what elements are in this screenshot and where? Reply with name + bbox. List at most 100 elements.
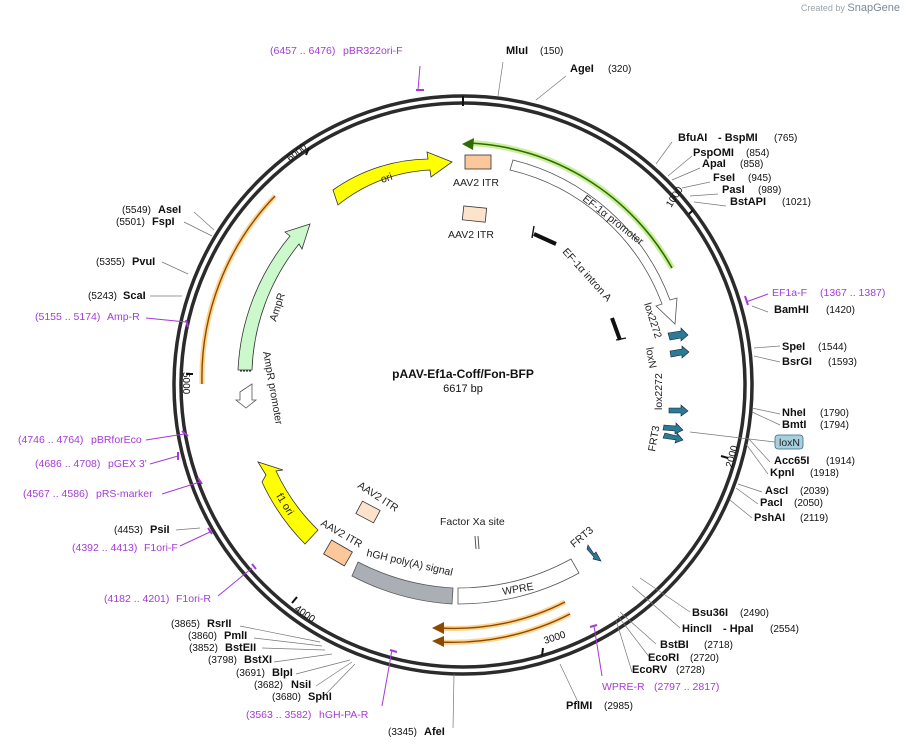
enzyme-afei[interactable]: AfeI: [424, 726, 445, 738]
enzyme-pvui[interactable]: PvuI: [132, 256, 155, 268]
enzyme-pasi-pos: (989): [758, 185, 781, 196]
primer-wpre-r[interactable]: WPRE-R: [602, 681, 645, 693]
primer-f1ori-f[interactable]: F1ori-F: [144, 542, 178, 554]
enzyme-bstapi-pos: (1021): [782, 197, 811, 208]
enzyme-fspi-pos: (5501): [116, 217, 145, 228]
enzyme-spei[interactable]: SpeI: [782, 341, 805, 353]
arrow-frt3-a2[interactable]: [662, 432, 684, 444]
primer-pgex3[interactable]: pGEX 3': [108, 458, 147, 470]
feature-aav2-itr-top-label: AAV2 ITR: [453, 177, 499, 189]
primer-pbr322ori-f[interactable]: pBR322ori-F: [343, 45, 403, 57]
enzyme-acc65i[interactable]: Acc65I: [774, 455, 809, 467]
arrow-lox2272-a[interactable]: [667, 327, 689, 342]
enzyme-bamhi-pos: (1420): [826, 305, 855, 316]
enzyme-rsrii-pos: (3865): [171, 619, 200, 630]
enzyme-rsrii[interactable]: RsrII: [207, 618, 231, 630]
enzyme-bstxi[interactable]: BstXI: [244, 654, 272, 666]
feature-wpre[interactable]: [457, 558, 580, 605]
enzyme-pspomi[interactable]: PspOMI: [693, 147, 734, 159]
enzyme-nhei[interactable]: NheI: [782, 407, 806, 419]
enzyme-hincii[interactable]: HincII: [682, 623, 712, 635]
enzyme-pmli[interactable]: PmlI: [224, 630, 247, 642]
enzyme-bsrgi[interactable]: BsrGI: [782, 356, 812, 368]
feature-ef1a-promoter[interactable]: [509, 159, 678, 325]
primer-f1ori-f-range: (4392 .. 4413): [72, 542, 137, 554]
enzyme-bstbi[interactable]: BstBI: [660, 639, 689, 651]
loxn-box-leader: [689, 431, 776, 443]
enzyme-blpi[interactable]: BlpI: [272, 667, 293, 679]
enzyme-bstapi[interactable]: BstAPI: [730, 196, 766, 208]
enzyme-psii[interactable]: PsiI: [150, 524, 170, 536]
primer-pbrforeco-range: (4746 .. 4764): [18, 434, 83, 446]
feature-aav2-itr-bottom2[interactable]: [355, 500, 381, 524]
plasmid-name: pAAV-Ef1a-Coff/Fon-BFP: [392, 367, 534, 381]
enzyme-mlui-pos: (150): [540, 46, 563, 57]
primer-ef1a-f[interactable]: EF1a-F: [772, 287, 807, 299]
primer-amp-r[interactable]: Amp-R: [107, 311, 140, 323]
tick-5000: 5000: [180, 372, 191, 395]
enzyme-bsteii[interactable]: BstEII: [225, 642, 256, 654]
feature-aav2-itr-top[interactable]: [464, 154, 492, 170]
enzyme-bfuai[interactable]: BfuAI: [678, 132, 707, 144]
feature-ef1a-intron-label: EF-1α intron A: [560, 246, 614, 304]
plasmid-size: 6617 bp: [443, 383, 483, 395]
primer-f1ori-r-range: (4182 .. 4201): [104, 593, 169, 605]
enzyme-apai[interactable]: ApaI: [702, 158, 726, 170]
enzyme-fsei[interactable]: FseI: [713, 172, 735, 184]
enzyme-paci[interactable]: PacI: [760, 497, 783, 509]
primer-pbrforeco[interactable]: pBRforEco: [91, 434, 142, 446]
feature-hgh-polya[interactable]: [351, 561, 454, 605]
loxn-a-label: loxN: [643, 346, 658, 369]
enzyme-bamhi[interactable]: BamHI: [774, 304, 809, 316]
green-arrowhead: [462, 138, 474, 150]
primer-prs-marker[interactable]: pRS-marker: [96, 488, 153, 500]
feature-ampr-promoter[interactable]: [234, 383, 258, 409]
arrow-frt3-a[interactable]: [662, 422, 684, 435]
green-arrow-line: [469, 142, 673, 269]
enzyme-ecori[interactable]: EcoRI: [648, 652, 679, 664]
primer-wpre-r-range: (2797 .. 2817): [654, 681, 719, 693]
feature-aav2-itr-bottom[interactable]: [323, 539, 353, 567]
enzyme-bspmi[interactable]: - BspMI: [718, 132, 758, 144]
enzyme-bstbi-pos: (2718): [704, 640, 733, 651]
enzyme-kpni[interactable]: KpnI: [770, 467, 794, 479]
feature-f1-ori[interactable]: [257, 461, 319, 545]
enzyme-bmti[interactable]: BmtI: [782, 419, 806, 431]
primer-f1ori-r[interactable]: F1ori-R: [176, 593, 211, 605]
enzyme-pflmi[interactable]: PflMI: [566, 700, 592, 712]
enzyme-sphi[interactable]: SphI: [308, 691, 332, 703]
frt3-b-label: FRT3: [568, 524, 596, 550]
enzyme-hpai[interactable]: - HpaI: [723, 623, 754, 635]
enzyme-asei[interactable]: AseI: [158, 204, 181, 216]
feature-aav2-itr-top2[interactable]: [461, 205, 488, 223]
enzyme-sphi-pos: (3680): [272, 692, 301, 703]
enzyme-pasi[interactable]: PasI: [722, 184, 745, 196]
enzyme-spei-pos: (1544): [818, 342, 847, 353]
enzyme-agei[interactable]: AgeI: [570, 63, 594, 75]
arrow-loxn-a[interactable]: [669, 345, 690, 359]
enzyme-hpai-pos: (2554): [770, 624, 799, 635]
arrow-lox2272-b[interactable]: [668, 404, 689, 417]
enzyme-asci[interactable]: AscI: [765, 485, 788, 497]
enzyme-pshai[interactable]: PshAI: [754, 512, 785, 524]
enzyme-pshai-pos: (2119): [800, 513, 828, 524]
feature-ampr[interactable]: [237, 223, 311, 371]
enzyme-bsu36i[interactable]: Bsu36I: [692, 607, 728, 619]
enzyme-asci-pos: (2039): [800, 486, 829, 497]
enzyme-mlui[interactable]: MluI: [506, 45, 528, 57]
enzyme-nhei-pos: (1790): [820, 408, 849, 419]
enzyme-fspi[interactable]: FspI: [152, 216, 175, 228]
arrow-frt3-b[interactable]: [586, 544, 602, 562]
primer-hgh-pa-r[interactable]: hGH-PA-R: [319, 709, 369, 721]
enzyme-scai[interactable]: ScaI: [123, 290, 146, 302]
lox2272-b-label: lox2272: [653, 373, 665, 410]
frt3-a-label: FRT3: [646, 425, 662, 453]
factor-xa-label: Factor Xa site: [440, 516, 505, 528]
enzyme-ecorv[interactable]: EcoRV: [632, 664, 668, 676]
primer-pgex3-range: (4686 .. 4708): [35, 458, 100, 470]
feature-ori[interactable]: [332, 151, 453, 206]
enzyme-agei-pos: (320): [608, 64, 631, 75]
enzyme-nsii[interactable]: NsiI: [291, 679, 311, 691]
feature-ef1a-intron[interactable]: [533, 232, 557, 246]
enzyme-bmti-pos: (1794): [820, 420, 849, 431]
